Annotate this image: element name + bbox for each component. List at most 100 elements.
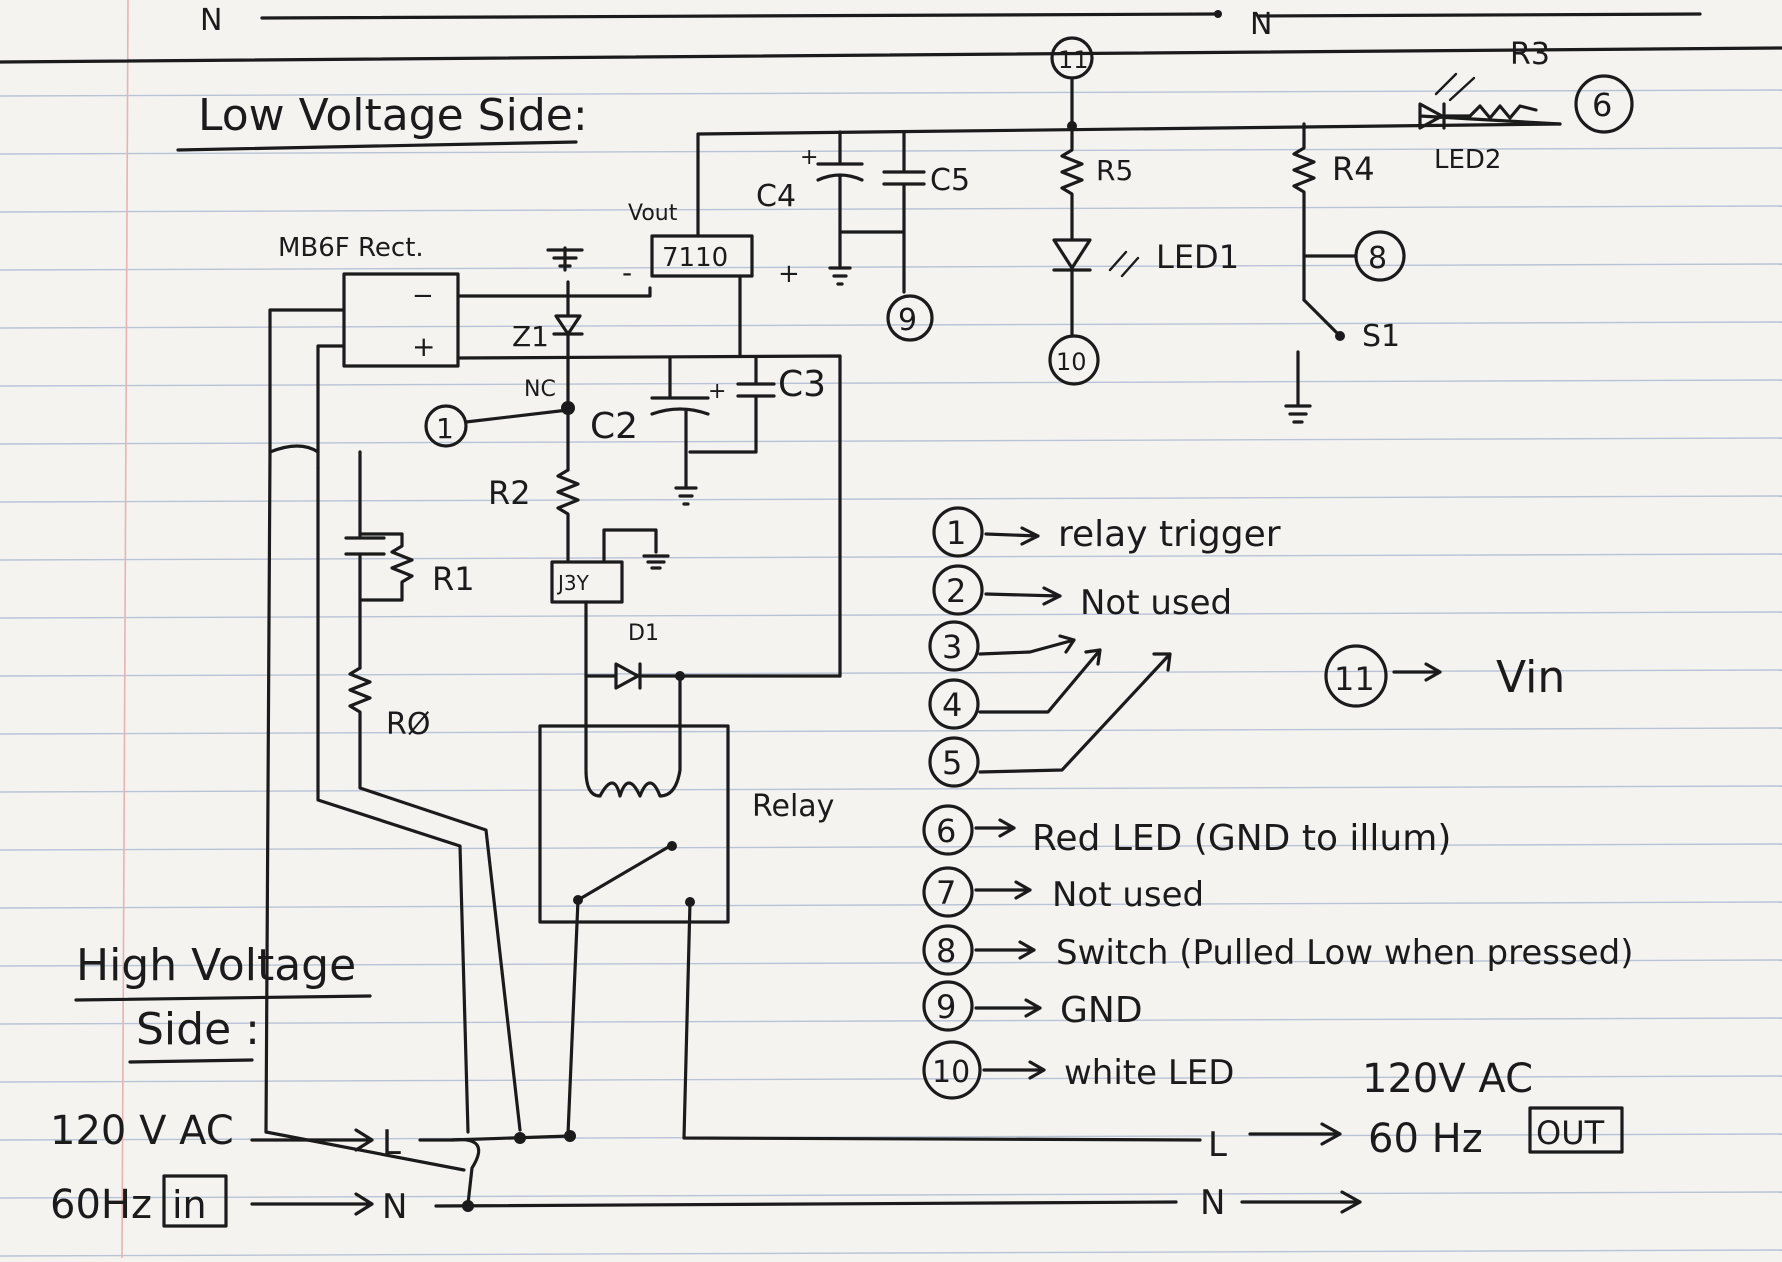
paper-rule-line: [0, 1075, 1782, 1083]
c2-label: C2: [590, 406, 638, 447]
resistor-r2: [556, 468, 580, 562]
neutral-feed-wire: [264, 1130, 466, 1172]
led1-symbol: [1052, 238, 1092, 336]
legend-number-circle: [928, 620, 980, 672]
legend-description: Not used: [1052, 875, 1204, 915]
resistor-r3: [1468, 104, 1538, 120]
input-l-label: L: [382, 1123, 401, 1163]
paper-rule-line: [0, 727, 1782, 735]
legend-row: 4: [928, 678, 980, 730]
legend-row: 8 Switch (Pulled Low when pressed): [922, 924, 1633, 976]
regulator-plus: +: [778, 259, 800, 289]
legend-arrow: [978, 652, 1172, 774]
capacitor-c3: [688, 356, 776, 454]
legend-number: 10: [932, 1055, 970, 1090]
ground-symbol-z1: [546, 246, 584, 272]
legend-arrow: [984, 586, 1062, 606]
c2-plus: +: [708, 379, 726, 404]
regulator-label: 7110: [662, 243, 728, 273]
zener-diode-z1: [552, 294, 584, 362]
nc-label: NC: [524, 377, 556, 402]
node-6-circle: [1574, 74, 1634, 134]
top-n-right-label: N: [1250, 7, 1272, 42]
ground-symbol-c4: [828, 266, 852, 286]
output-out-box: [1528, 1106, 1624, 1154]
legend-description: relay trigger: [1058, 514, 1281, 555]
input-n-label: N: [382, 1187, 407, 1227]
r2-label: R2: [488, 474, 531, 512]
output-voltage-label: 120V AC: [1362, 1056, 1533, 1102]
legend-number: 8: [936, 932, 956, 970]
paper-rule-line: [0, 959, 1782, 967]
output-n-arrow: [1240, 1190, 1362, 1214]
legend-number: 3: [942, 628, 962, 666]
high-voltage-heading-2: Side :: [136, 1004, 260, 1055]
paper-rule-line: [0, 843, 1782, 851]
paper-rule-line: [0, 785, 1782, 793]
vout-label: Vout: [628, 201, 678, 226]
legend-description: GND: [1060, 990, 1143, 1031]
c5-label: C5: [930, 163, 970, 198]
node-9-circle: [886, 294, 934, 342]
legend-row: 2 Not used: [932, 564, 1232, 623]
legend-number-circle: [932, 564, 984, 616]
vout-rail-wire: [696, 122, 1562, 238]
node-8-circle: [1354, 230, 1406, 282]
legend-row: 9 GND: [922, 980, 1143, 1032]
node-11-number: 11: [1058, 46, 1089, 74]
legend-description: Red LED (GND to illum): [1032, 818, 1451, 859]
capacitor-c2: [650, 356, 710, 488]
neutral-wire-top-right: [1256, 12, 1702, 18]
legend-number-circle: [932, 506, 984, 558]
rectifier-ac-wire-2: [316, 344, 346, 454]
top-n-left-label: N: [200, 3, 222, 38]
led2-label: LED2: [1434, 145, 1501, 175]
resistor-r1: [358, 532, 414, 602]
legend-row: 10 white LED: [922, 1040, 1234, 1100]
legend-number: 7: [936, 874, 956, 912]
r5-label: R5: [1096, 154, 1133, 187]
led2-light-arrows: [1434, 72, 1476, 102]
switch-s1-contact: [1335, 331, 1345, 341]
rectifier-ac-wire-1: [268, 308, 346, 470]
s1-label: S1: [1362, 319, 1400, 354]
z1-label: Z1: [512, 320, 549, 353]
legend-arrow: [1392, 662, 1442, 682]
relay-common-wire: [566, 898, 580, 1136]
paper-rule-line: [0, 205, 1782, 213]
input-in-label: in: [172, 1183, 207, 1227]
neutral-wire-top-left: [260, 12, 1220, 20]
legend-number: 4: [942, 686, 962, 724]
relay-switch-arm: [576, 844, 672, 902]
paper-rule-line: [0, 669, 1782, 677]
paper-rule-line: [0, 1191, 1782, 1199]
legend-number-circle: [928, 736, 980, 788]
regulator-minus: -: [622, 256, 632, 289]
legend-number-circle: [922, 866, 974, 918]
output-l-arrow: [1248, 1122, 1342, 1146]
node-10-circle: [1048, 334, 1100, 386]
led2-symbol: [1418, 102, 1562, 130]
section-divider-line: [0, 46, 1782, 64]
paper-rule-line: [0, 553, 1782, 561]
legend-description: Switch (Pulled Low when pressed): [1056, 933, 1633, 973]
resistor-r0: [348, 666, 522, 1132]
node-9-number: 9: [898, 303, 917, 338]
legend-number: 6: [936, 812, 956, 850]
low-voltage-underline: [176, 140, 578, 152]
led1-light-arrows: [1108, 250, 1140, 278]
legend-vin-row: 11 Vin: [1324, 644, 1565, 708]
paper-rule-line: [0, 321, 1782, 329]
output-l-label: L: [1208, 1125, 1227, 1165]
diode-d1: [584, 662, 842, 690]
r0-label: RØ: [386, 707, 430, 742]
output-frequency-label: 60 Hz: [1368, 1116, 1483, 1162]
node-10-number: 10: [1056, 348, 1087, 376]
legend-arrow: [974, 998, 1042, 1018]
paper-rule-line: [0, 263, 1782, 271]
input-n-arrow: [250, 1192, 374, 1216]
c4-plus: +: [800, 145, 818, 170]
relay-box: [538, 724, 730, 924]
r1-label: R1: [432, 560, 475, 598]
